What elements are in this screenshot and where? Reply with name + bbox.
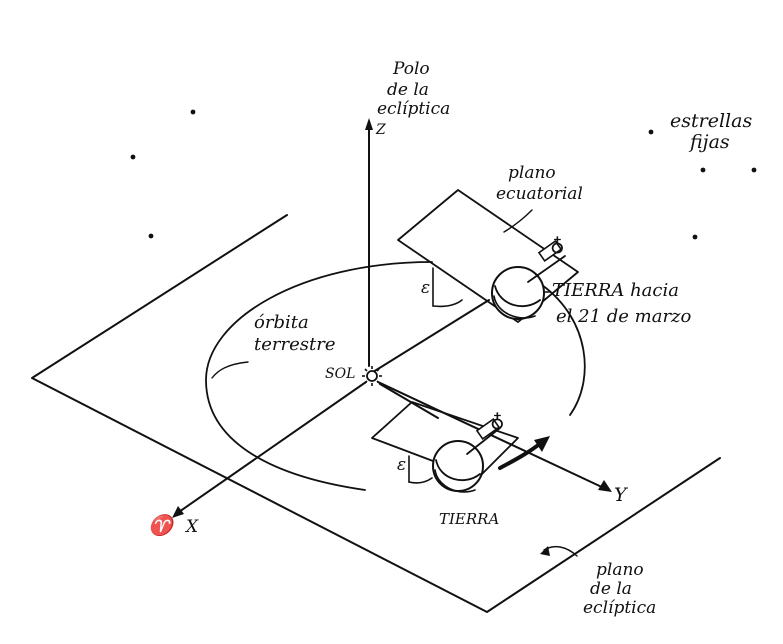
orbita-label-1: órbita [254,312,309,333]
star [751,167,757,173]
star [700,167,706,173]
x-axis-label: X [184,517,199,537]
star [190,109,196,115]
aries-symbol: ♈ [148,513,177,537]
polo-label-1: Polo [392,59,430,79]
y-axis-label: Y [614,484,629,506]
fixed-stars [130,109,757,240]
estrellas-label-1: estrellas [670,110,752,132]
earth-lower [371,383,519,493]
rotation-axis-upper [527,255,566,283]
x-axis-arrowhead [172,506,184,518]
earth-orbit-right [541,284,586,416]
plano-ecuatorial-label-2: ecuatorial [496,184,583,204]
y-axis-arrowhead [598,480,612,492]
earth-sphere-upper [491,266,545,320]
leader-plano-ecliptica-head [540,546,550,556]
tierra-label: TIERRA [439,510,499,528]
earth-march [397,189,579,323]
z-axis-arrowhead [365,118,373,130]
leader-orbita [211,361,249,379]
polo-label-2: de la [387,80,429,100]
epsilon-upper: ε [421,278,430,298]
leader-plano-ecuatorial [503,209,533,233]
star [692,234,698,240]
earth-sphere-lower [432,440,484,492]
epsilon-lower: ε [397,455,406,475]
star [130,154,136,160]
ecliptic-plane-outline [31,214,721,613]
earth-orbit [205,261,433,491]
plano-ecliptica-label-3: eclíptica [583,598,656,618]
estrellas-label-2: fijas [688,131,730,153]
plano-ecliptica-label-2: de la [590,579,632,599]
rotation-axis-lower [466,427,501,455]
orbita-label-2: terrestre [254,334,335,355]
pole-symbol-upper: ♁ [550,232,565,256]
sun-icon [362,366,382,386]
tierra-marzo-label-2: el 21 de marzo [556,306,692,327]
x-axis [175,381,367,515]
star [648,129,654,135]
sun-earth-line-march [372,299,490,373]
plano-ecliptica-label-1: plano [596,560,644,580]
orbital-motion-arrowhead [534,436,550,452]
star [148,233,154,239]
tierra-marzo-label-1: TIERRA hacia [552,280,679,301]
polo-label-3: eclíptica [377,99,450,119]
pole-symbol-lower: ♁ [490,408,505,432]
y-axis [377,381,607,490]
sol-label: SOL [325,366,355,382]
z-axis-label: Z [375,122,386,138]
equatorial-plane-upper [397,189,579,323]
plano-ecuatorial-label-1: plano [508,163,556,183]
